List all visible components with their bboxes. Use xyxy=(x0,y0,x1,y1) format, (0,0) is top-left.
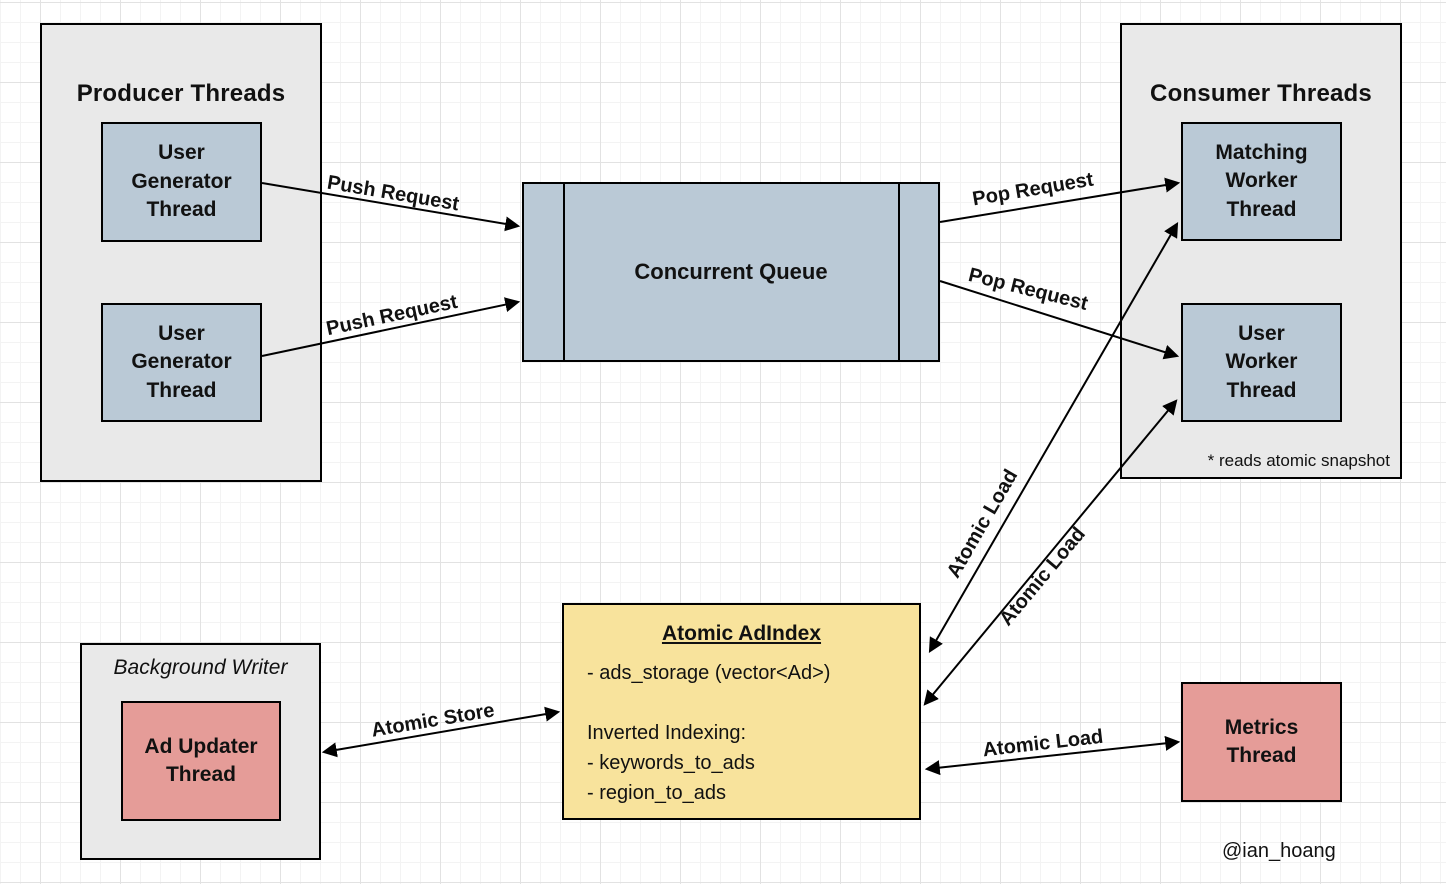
producer-threads-title: Producer Threads xyxy=(76,80,286,107)
user-worker-thread: User Worker Thread xyxy=(1181,303,1342,422)
atomic-load-label-user: Atomic Load xyxy=(995,523,1090,631)
ad-updater-thread: Ad Updater Thread xyxy=(121,701,281,821)
atomic-adindex-box: Atomic AdIndex - ads_storage (vector<Ad>… xyxy=(562,603,921,820)
user-generator-thread-2: User Generator Thread xyxy=(101,303,262,422)
consumer-threads-title: Consumer Threads xyxy=(1150,80,1372,107)
atomic-store-label: Atomic Store xyxy=(369,699,497,742)
atomic-load-label-matching: Atomic Load xyxy=(942,465,1023,582)
concurrent-queue: Concurrent Queue xyxy=(522,182,940,362)
queue-divider-right xyxy=(898,184,900,360)
atomic-adindex-body: - ads_storage (vector<Ad>) Inverted Inde… xyxy=(587,662,831,804)
atomic-load-label-metrics: Atomic Load xyxy=(981,725,1105,762)
pop-request-label-2: Pop Request xyxy=(966,264,1091,315)
push-request-label-2: Push Request xyxy=(324,290,460,341)
metrics-thread: Metrics Thread xyxy=(1181,682,1342,802)
consumer-footnote: * reads atomic snapshot xyxy=(1207,451,1390,470)
atomic-adindex-title: Atomic AdIndex xyxy=(661,622,822,645)
queue-divider-left xyxy=(563,184,565,360)
attribution: @ian_hoang xyxy=(1222,840,1336,862)
matching-worker-thread: Matching Worker Thread xyxy=(1181,122,1342,241)
concurrent-queue-label: Concurrent Queue xyxy=(634,259,828,284)
pop-request-label-1: Pop Request xyxy=(970,168,1096,211)
background-writer-title: Background Writer xyxy=(113,656,288,679)
push-request-label-1: Push Request xyxy=(325,171,461,216)
user-generator-thread-1: User Generator Thread xyxy=(101,122,262,242)
